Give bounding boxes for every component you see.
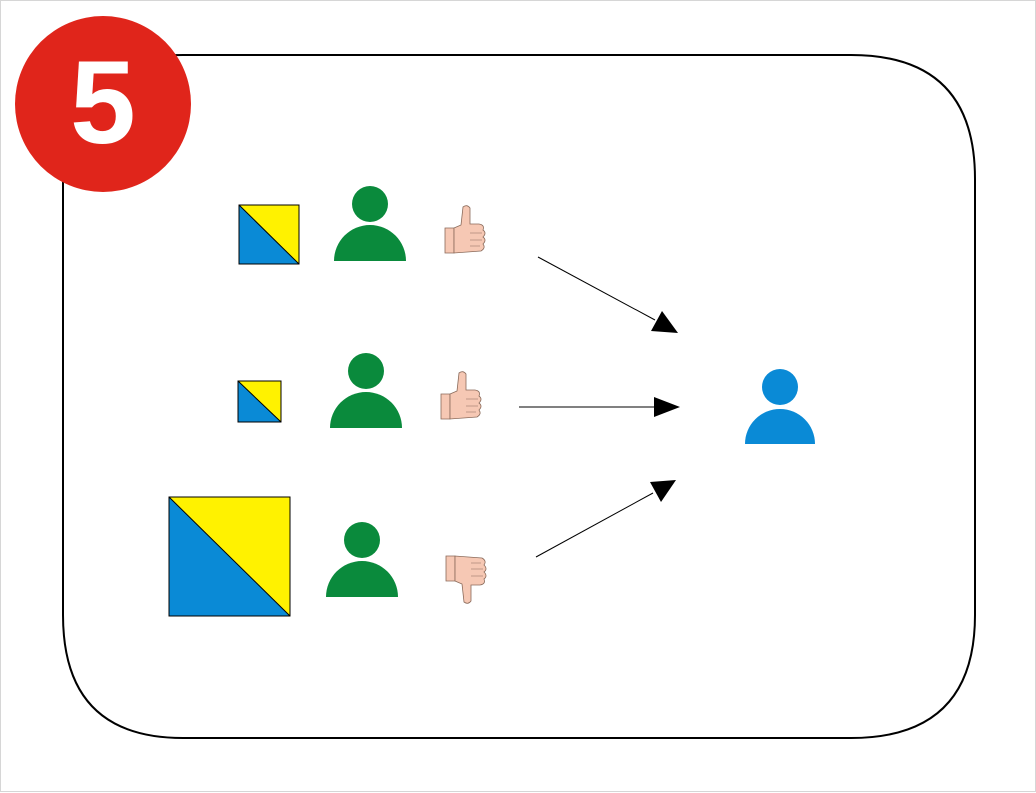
person-icon-row-1 [334,186,406,261]
arrow-icon-row-3 [535,480,676,558]
thumbs-up-icon-row-1 [444,205,486,254]
square-large [168,496,291,617]
person-icon-row-3 [326,522,398,597]
arrow-icon-row-2 [519,397,680,417]
thumbs-down-icon-row-3 [445,555,487,604]
target-person-icon [745,369,815,444]
arrow-icon-row-1 [537,256,678,333]
thumbs-up-icon-row-2 [440,371,482,420]
square-small [237,380,282,423]
frame [62,54,976,739]
badge-number: 5 [70,37,136,169]
step-badge: 5 [15,16,191,192]
square-medium [238,204,300,265]
badge-circle [15,16,191,192]
person-icon-row-2 [330,353,402,428]
